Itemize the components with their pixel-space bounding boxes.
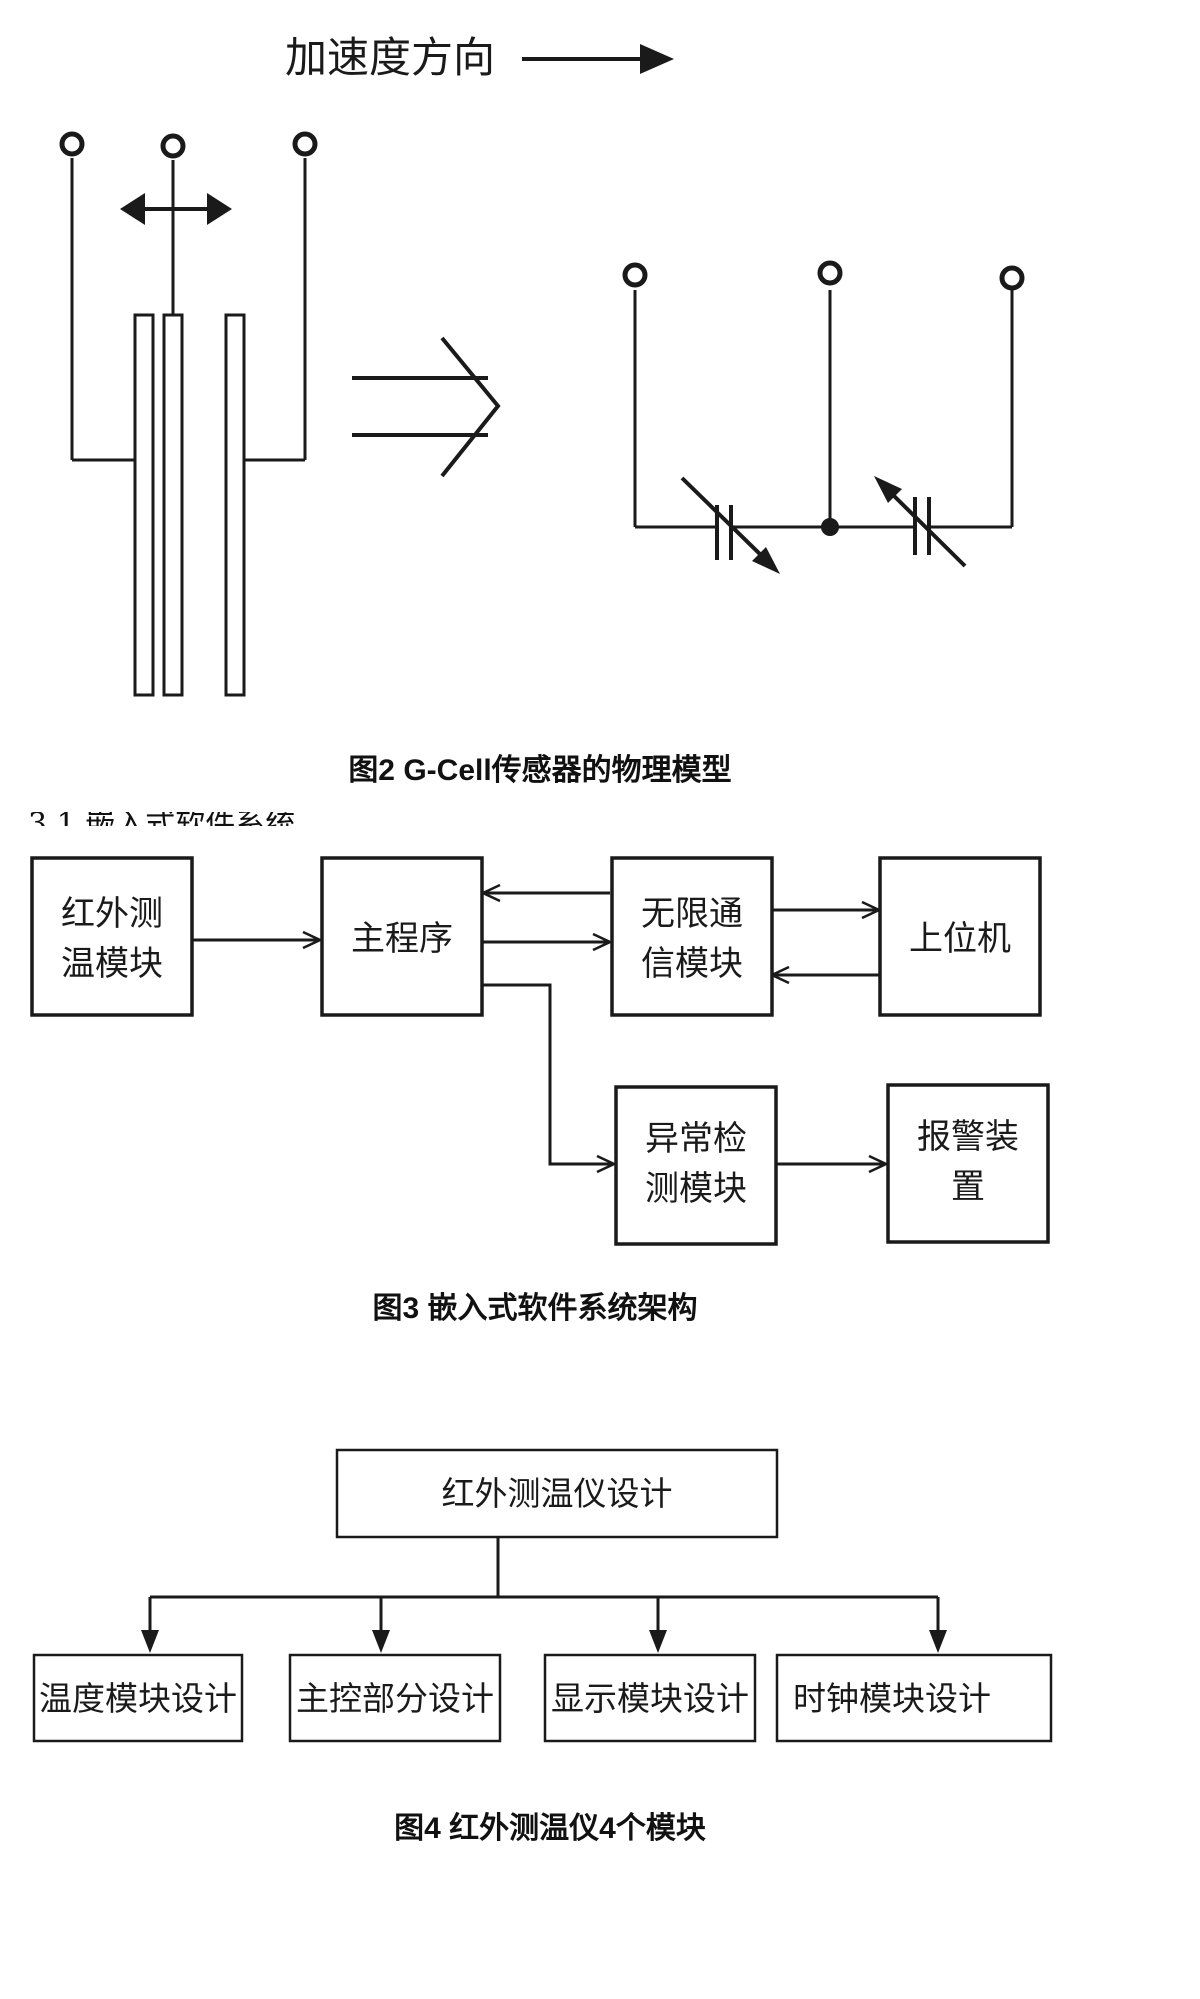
node-text-line: 置 — [951, 1167, 985, 1207]
acceleration-arrow — [522, 44, 674, 74]
node-text-line: 测模块 — [645, 1169, 747, 1209]
node-text-line: 温模块 — [61, 944, 163, 984]
node-text-line: 红外测 — [61, 894, 163, 934]
child-node-temperature: 温度模块设计 — [32, 1653, 244, 1743]
fixed-plate-left — [133, 313, 155, 697]
junction-node — [821, 518, 839, 536]
child-node-text: 温度模块设计 — [39, 1679, 237, 1718]
node-text-line: 主程序 — [351, 919, 453, 959]
terminal-center — [160, 133, 186, 159]
variable-capacitor-left — [680, 476, 780, 574]
terminal-right — [292, 131, 318, 157]
section-heading-text: 3.1 嵌入式软件系统 — [28, 807, 295, 842]
figure-4-caption: 图4 红外测温仪4个模块 — [394, 1812, 706, 1845]
movable-plate — [162, 313, 184, 697]
node-text-line: 异常检 — [645, 1119, 747, 1159]
root-node-text: 红外测温仪设计 — [442, 1474, 673, 1513]
tree-connectors — [141, 1537, 947, 1653]
node-alarm-device: 报警装 置 — [886, 1083, 1050, 1244]
circuit-terminal-left — [622, 262, 648, 288]
figure-4-module-tree: 红外测温仪设计 温度模块设计 主控部分设计 显示模块设计 — [32, 1448, 1053, 1845]
node-ir-temperature-module: 红外测 温模块 — [30, 856, 194, 1017]
movement-double-arrow — [120, 193, 232, 225]
node-text-line: 无限通 — [641, 894, 743, 934]
root-node: 红外测温仪设计 — [335, 1448, 779, 1539]
node-text-line: 信模块 — [641, 944, 743, 984]
node-wireless-communication-module: 无限通 信模块 — [610, 856, 774, 1017]
child-node-text: 时钟模块设计 — [793, 1679, 991, 1718]
figure-2-caption: 图2 G-Cell传感器的物理模型 — [348, 754, 731, 787]
terminal-left — [59, 131, 85, 157]
sensor-physical-structure — [59, 131, 318, 697]
variable-capacitor-right — [874, 476, 967, 568]
figure-2-gcell-model: 加速度方向 — [59, 33, 1025, 787]
node-anomaly-detection-module: 异常检 测模块 — [614, 1085, 778, 1246]
node-main-program: 主程序 — [320, 856, 484, 1017]
main-to-anomaly-arrow — [483, 983, 614, 1164]
child-node-text: 显示模块设计 — [551, 1679, 749, 1718]
child-node-clock: 时钟模块设计 — [775, 1653, 1053, 1743]
node-text-line: 报警装 — [917, 1117, 1019, 1157]
node-text-line: 上位机 — [909, 919, 1011, 959]
section-heading-partial: 3.1 嵌入式软件系统 — [28, 807, 295, 842]
figure-3-software-architecture: 红外测 温模块 主程序 无限通 信模块 上位机 异常检 测模块 报警装 置 图3… — [30, 856, 1050, 1325]
figure-3-caption: 图3 嵌入式软件系统架构 — [372, 1291, 697, 1325]
child-node-display: 显示模块设计 — [543, 1653, 757, 1743]
equivalent-circuit — [622, 260, 1025, 574]
node-host-pc: 上位机 — [878, 856, 1042, 1017]
fixed-plate-right — [224, 313, 246, 697]
acceleration-direction-label: 加速度方向 — [285, 33, 495, 82]
circuit-terminal-center — [817, 260, 843, 286]
child-node-main-control: 主控部分设计 — [288, 1653, 502, 1743]
child-node-text: 主控部分设计 — [296, 1679, 494, 1718]
circuit-terminal-right — [999, 265, 1025, 291]
equivalence-arrow — [352, 336, 501, 478]
